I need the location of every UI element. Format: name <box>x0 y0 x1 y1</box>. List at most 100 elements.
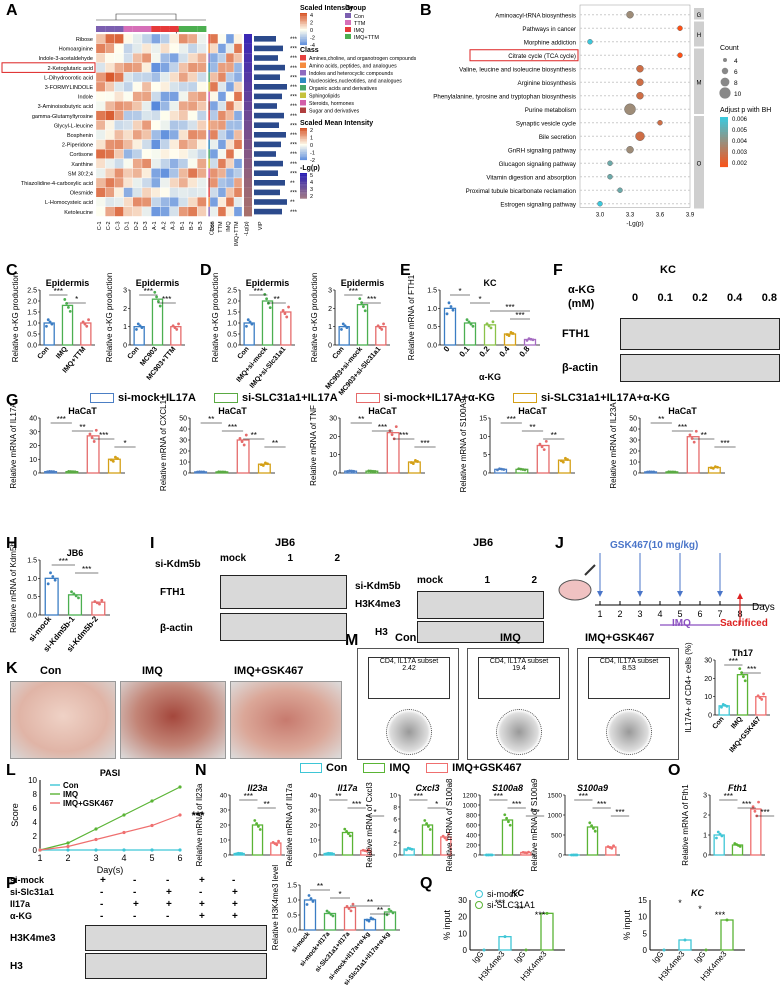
sig-label: *** <box>82 565 91 574</box>
p-mark: + <box>199 875 205 886</box>
heatmap-panel-a: GroupRibose***Homoarginine***Indole-3-ac… <box>1 5 417 246</box>
bar <box>43 322 55 346</box>
p-mark: - <box>199 887 203 898</box>
data-point <box>135 328 138 331</box>
legend-lgp-step <box>300 187 307 190</box>
sig-label: *** <box>290 66 298 72</box>
data-point <box>259 463 263 467</box>
flow-label-con: Con <box>395 632 417 644</box>
lgp-cell <box>244 101 252 111</box>
heat-cell <box>197 206 207 217</box>
legend-mean-tick: 0 <box>310 143 313 149</box>
data-point <box>217 470 221 474</box>
column-label: C-2 <box>106 221 112 230</box>
legend-mean-step <box>300 152 307 154</box>
sig-label: *** <box>515 311 524 320</box>
data-point <box>692 440 696 444</box>
metabolite-label: 2-Ketoglutaric acid <box>47 66 93 72</box>
sig-label: *** <box>420 439 429 448</box>
data-point <box>428 828 432 831</box>
column-label: D-2 <box>134 221 140 230</box>
bar <box>363 918 377 931</box>
data-point <box>46 318 50 322</box>
data-point <box>503 813 507 817</box>
legend-count-label: 8 <box>734 80 738 87</box>
pathway-label: Arginine biosynthesis <box>518 80 576 87</box>
y-axis-label: Relative mRNA of Il23a <box>195 783 204 866</box>
dose-arrowhead <box>717 591 723 597</box>
p-mark: + <box>199 899 205 910</box>
bar <box>243 322 255 346</box>
p-blot-row <box>85 925 267 951</box>
legend-lgp-step <box>300 181 307 183</box>
x-tick: 3.9 <box>686 213 695 219</box>
sig-label: ** <box>251 431 257 440</box>
data-point <box>50 470 54 473</box>
gate-label: CD4, IL17A subset <box>599 658 659 665</box>
data-point <box>74 594 78 598</box>
legend-count-label: 4 <box>734 58 738 65</box>
series-point <box>178 848 182 852</box>
sig-label: *** <box>290 123 298 129</box>
lanes-2: mock 1 2 <box>417 575 537 586</box>
legend-group-swatch <box>345 34 351 39</box>
legend-adj-step <box>720 149 728 153</box>
data-point <box>414 458 417 462</box>
panel-label-c: C <box>6 262 18 279</box>
data-point <box>540 445 544 449</box>
data-point <box>371 917 375 921</box>
data-point <box>465 318 469 322</box>
legend-class-label: Nucleosides,nucleotides, and analogues <box>309 79 402 85</box>
legend-scale-step <box>300 37 307 39</box>
sig-label: ** <box>290 200 295 206</box>
data-point <box>502 468 506 471</box>
series-point <box>178 785 182 789</box>
data-point <box>350 469 354 473</box>
bar <box>720 919 734 951</box>
dose-4: 0.8 <box>761 292 777 304</box>
sig-label: ** <box>367 898 373 907</box>
y-tick: 0 <box>33 471 37 478</box>
category-label: IMQ+si-Slc31a1 <box>249 346 288 390</box>
x-axis-label: -Lg(p) <box>626 221 643 228</box>
legend-adj-step <box>720 129 728 133</box>
photos-panel-k: Con IMQ IMQ+GSK467 <box>10 665 345 760</box>
vip-bar <box>254 45 283 52</box>
data-point <box>738 845 742 848</box>
y-tick: 20 <box>179 449 187 456</box>
sig-label: *** <box>144 287 153 296</box>
lgp-cell <box>244 197 252 207</box>
y-tick: 20 <box>310 823 318 830</box>
mean-column-label: IMQ <box>226 221 232 232</box>
metabolite-label: Xanthine <box>71 162 93 168</box>
chart-title: Epidermis <box>136 278 180 288</box>
legend-swatch <box>475 889 483 898</box>
sig-label: *** <box>378 423 387 432</box>
panel-label-l: L <box>6 762 16 779</box>
bar <box>356 304 369 346</box>
y-tick: 20 <box>329 434 337 441</box>
sig-label: *** <box>760 808 769 817</box>
data-point <box>507 820 510 824</box>
data-point <box>575 853 579 857</box>
data-point <box>485 322 489 326</box>
chart-title: Epidermis <box>46 278 90 288</box>
legend-adj-step <box>720 159 728 163</box>
pathway-bubble <box>597 201 603 207</box>
chart-title: KC <box>691 888 704 898</box>
legend-group-swatch <box>345 13 351 18</box>
y-tick: 0.0 <box>227 343 237 350</box>
y-tick: 20 <box>704 676 712 683</box>
y-tick: 0 <box>483 471 487 478</box>
y-tick: 0 <box>473 853 477 860</box>
data-point <box>646 470 649 474</box>
vip-bar <box>254 199 287 205</box>
vip-bar <box>254 36 276 42</box>
vip-bar <box>254 112 284 119</box>
sig-label: *** <box>254 287 263 296</box>
chart-title: Il23a <box>247 783 267 793</box>
lgp-cell <box>244 149 252 159</box>
